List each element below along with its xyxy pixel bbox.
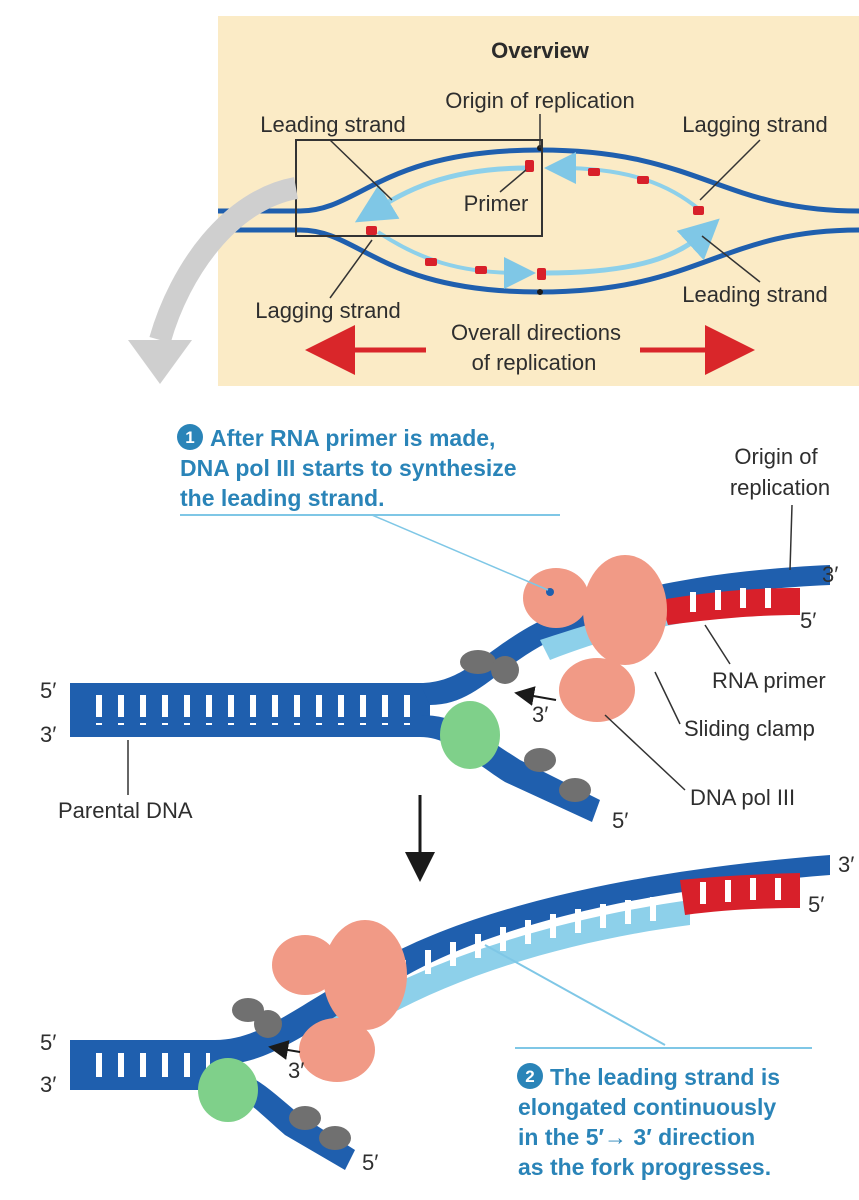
- leading-strand-top-label: Leading strand: [260, 112, 406, 137]
- zoom-arrow: [149, 177, 299, 344]
- step2-dna: 5′ 3′ 3′ 5′ 3′ 5′: [40, 852, 854, 1175]
- primer-label: Primer: [464, 191, 529, 216]
- sliding-clamp-label: Sliding clamp: [684, 716, 815, 741]
- step2-end-3-top: 3′: [838, 852, 854, 877]
- step2-line3: in the 5′→ 3′ direction: [518, 1124, 755, 1150]
- dna-pol-iii: [523, 555, 667, 722]
- overview-primers: [366, 160, 704, 280]
- step2-caption: 2 The leading strand is elongated contin…: [517, 1063, 780, 1180]
- step2-line4: as the fork progresses.: [518, 1154, 771, 1180]
- origin-line2: replication: [730, 475, 830, 500]
- parental-dna-label: Parental DNA: [58, 798, 193, 823]
- step1-number: 1: [185, 428, 194, 447]
- step1-line3: the leading strand.: [180, 485, 384, 511]
- lagging-strand-top-label: Lagging strand: [682, 112, 828, 137]
- step2-badge: [517, 1063, 543, 1089]
- overview-panel: Overview Origin of replication Leading s…: [218, 16, 859, 386]
- step1-line1: After RNA primer is made,: [210, 425, 495, 451]
- step2-end-3-left: 3′: [40, 1072, 56, 1097]
- step1-line2: DNA pol III starts to synthesize: [180, 455, 517, 481]
- step2-end-5-top: 5′: [808, 892, 824, 917]
- new-leading-strand-left: [354, 165, 529, 223]
- origin-label: Origin of replication: [445, 88, 635, 113]
- step2-line1: The leading strand is: [550, 1064, 780, 1090]
- new-leading-strand-right: [544, 218, 720, 276]
- zoom-arrowhead: [128, 340, 192, 384]
- step1-dna: 5′ 3′ 3′ 5′ 3′ 5′ Origin of replication …: [40, 444, 838, 833]
- rna-primer-2: [680, 873, 800, 915]
- rna-primer-label: RNA primer: [712, 668, 826, 693]
- step1-end-3-inner: 3′: [532, 702, 548, 727]
- lagging-strand-bottom-label: Lagging strand: [255, 298, 401, 323]
- origin-line1: Origin of: [734, 444, 818, 469]
- step2-end-5-bottom: 5′: [362, 1150, 378, 1175]
- new-lagging-strand-left: [376, 230, 536, 289]
- step1-end-5-bottom: 5′: [612, 808, 628, 833]
- step1-end-5-left: 5′: [40, 678, 56, 703]
- step2-end-5-left: 5′: [40, 1030, 56, 1055]
- step1-caption: 1 After RNA primer is made, DNA pol III …: [177, 424, 560, 516]
- overview-background: [218, 16, 859, 386]
- dna-pol-label: DNA pol III: [690, 785, 795, 810]
- leading-strand-bottom-label: Leading strand: [682, 282, 828, 307]
- step2-new-leading-strand: [330, 900, 690, 1045]
- step1-end-5-top: 5′: [800, 608, 816, 633]
- step2-line2: elongated continuously: [518, 1094, 776, 1120]
- step1-end-3-left: 3′: [40, 722, 56, 747]
- overview-title: Overview: [491, 38, 590, 63]
- step1-end-3-top: 3′: [822, 562, 838, 587]
- step2-end-3-inner: 3′: [288, 1058, 304, 1083]
- step2-helicase: [232, 998, 351, 1150]
- directions-line-2: of replication: [472, 350, 597, 375]
- step2-dna-pol-iii: [272, 920, 407, 1082]
- directions-line-1: Overall directions: [451, 320, 621, 345]
- step2-clamp-loader: [198, 1058, 258, 1122]
- step1-badge: [177, 424, 203, 450]
- helicase: [460, 650, 591, 802]
- step2-number: 2: [525, 1067, 534, 1086]
- clamp-loader: [440, 701, 500, 769]
- overview-leader-lines: [329, 114, 761, 299]
